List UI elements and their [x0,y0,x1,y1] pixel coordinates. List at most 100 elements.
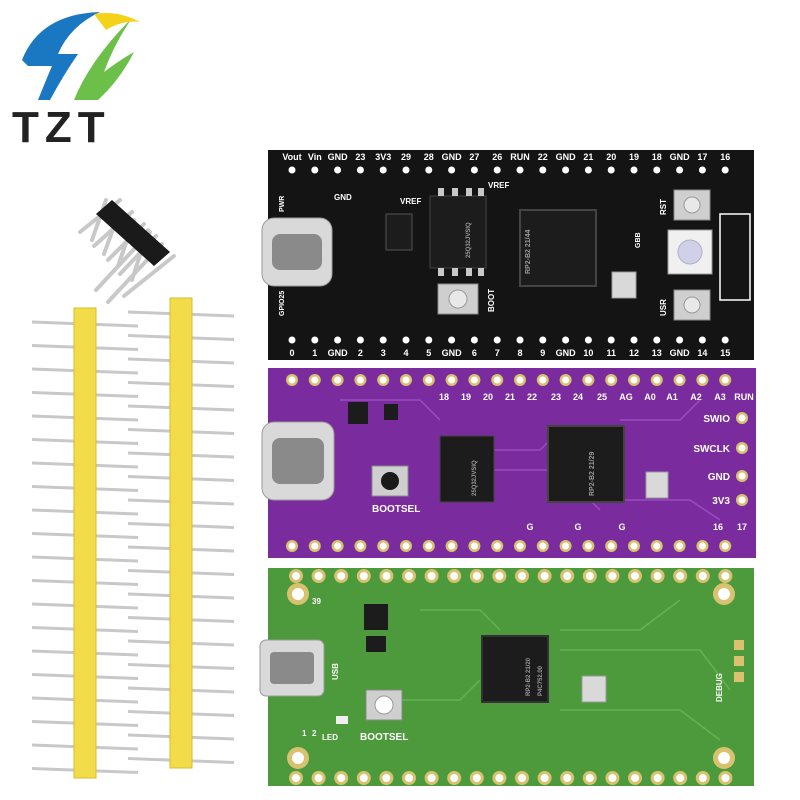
purple-bottom-label-4: 17 [737,522,747,532]
black-bottom-pin-label-10: 8 [517,348,522,358]
black-top-pin-label-3: 18 [652,152,662,162]
logo-yellow-swoosh [94,13,140,30]
green-bootsel-label: BOOTSEL [360,732,408,743]
black-top-pin-label-15: 3V3 [375,152,391,162]
green-mcu-label: RP2-B2 21/20 [526,657,532,696]
black-board: 1617GND18192021GND22RUN2627GND28293V323G… [261,150,754,360]
green-debug-label: DEBUG [715,673,724,702]
black-top-pin-label-13: 28 [424,152,434,162]
purple-top-label-12: 19 [461,392,471,402]
black-top-pin-label-9: RUN [510,152,530,162]
green-mcu-code: P4C752.00 [538,665,544,696]
purple-top-label-7: 24 [573,392,583,402]
black-bottom-pin-label-9: 7 [495,348,500,358]
black-top-pin-label-2: GND [670,152,691,162]
black-bottom-pin-label-15: 12 [629,348,639,358]
black-top-pin-label-5: 20 [606,152,616,162]
green-pin2-label: 2 [312,729,317,738]
black-bottom-pin-label-12: GND [556,348,577,358]
purple-mcu-label: RP2-B2 21/29 [589,452,596,496]
purple-top-label-4: A0 [644,392,656,402]
black-top-pin-label-11: 27 [469,152,479,162]
black-top-pin-label-12: GND [442,152,463,162]
purple-bottom-label-2: G [618,522,625,532]
black-bottom-pin-label-8: 6 [472,348,477,358]
green-pin1-label: 1 [302,729,307,738]
black-bottom-pin-label-0: 0 [289,348,294,358]
black-bottom-pin-label-19: 15 [720,348,730,358]
black-crystal [611,271,637,299]
black-gbb-label: GBB [635,232,642,248]
purple-bootsel-label: BOOTSEL [372,504,420,515]
black-top-pin-label-10: 26 [492,152,502,162]
purple-top-label-10: 21 [505,392,515,402]
black-flash-chip [429,195,487,269]
purple-crystal [645,471,669,499]
black-top-pin-label-19: Vout [282,152,301,162]
black-bottom-pin-label-13: 10 [583,348,593,358]
purple-top-label-0: RUN [734,392,754,402]
black-flash-label: 25Q32JVSIQ [466,222,472,258]
logo-blue-swoosh [22,12,100,100]
purple-top-label-2: A2 [690,392,702,402]
purple-side-label-1: SWCLK [693,444,730,455]
purple-bottom-label-3: 16 [713,522,723,532]
angled-header-plastic [96,200,170,266]
black-bottom-pin-label-11: 9 [540,348,545,358]
black-bottom-pin-label-1: 1 [312,348,317,358]
black-top-pin-label-1: 17 [697,152,707,162]
black-bottom-pin-label-18: 14 [697,348,707,358]
green-led [336,716,348,724]
logo-brand-text: TZT [12,103,111,152]
green-led-label: LED [322,733,338,742]
angled-pin-header [78,198,176,304]
purple-side-label-3: 3V3 [712,496,730,507]
purple-top-label-11: 20 [483,392,493,402]
purple-top-label-3: A1 [666,392,678,402]
black-top-pin-label-4: 19 [629,152,639,162]
black-pwr-label: PWR [279,196,286,212]
black-bottom-pin-label-6: 5 [426,348,431,358]
black-vref2-label: VREF [488,181,509,190]
purple-bottom-label-0: G [526,522,533,532]
black-top-pin-label-14: 29 [401,152,411,162]
black-bottom-pin-label-17: GND [670,348,691,358]
purple-top-label-9: 22 [527,392,537,402]
green-board: USB RP2-B2 21/20 P4C752.00 BOOTSEL LED 3… [259,568,754,786]
black-bottom-pin-label-7: GND [442,348,463,358]
black-bottom-pin-label-16: 13 [652,348,662,358]
purple-bottom-label-1: G [574,522,581,532]
green-regulator [364,604,388,630]
black-regulator [385,213,413,251]
black-top-pin-label-6: 21 [583,152,593,162]
green-crystal [581,675,607,703]
purple-side-label-2: GND [708,472,730,483]
purple-flash-label: 25Q32JVSIQ [472,460,478,496]
yellow-pin-header-right [127,297,235,769]
green-usb-label: USB [331,663,340,680]
black-gpio-label: GPIO25 [279,291,286,316]
purple-top-label-13: 18 [439,392,449,402]
black-top-pin-label-17: GND [328,152,349,162]
black-gnd-label: GND [334,193,352,202]
black-vref-label: VREF [400,197,421,206]
black-rst-label: RST [659,199,668,215]
tzt-logo: TZT [12,12,140,152]
black-bottom-pin-label-2: GND [328,348,349,358]
purple-top-label-6: 25 [597,392,607,402]
logo-green-swoosh [74,18,134,100]
black-top-pin-label-7: GND [556,152,577,162]
black-bottom-pin-label-4: 3 [381,348,386,358]
black-usr-label: USR [659,299,668,316]
black-top-pin-label-18: Vin [308,152,322,162]
purple-side-label-0: SWIO [703,414,730,425]
black-bottom-pin-label-14: 11 [606,348,616,358]
purple-mcu-chip [547,425,625,503]
purple-top-label-1: A3 [714,392,726,402]
black-mcu-chip [519,209,597,287]
yellow-pin-header-left [31,307,139,779]
black-boot-button [437,283,479,315]
black-boot-label: BOOT [487,289,496,312]
